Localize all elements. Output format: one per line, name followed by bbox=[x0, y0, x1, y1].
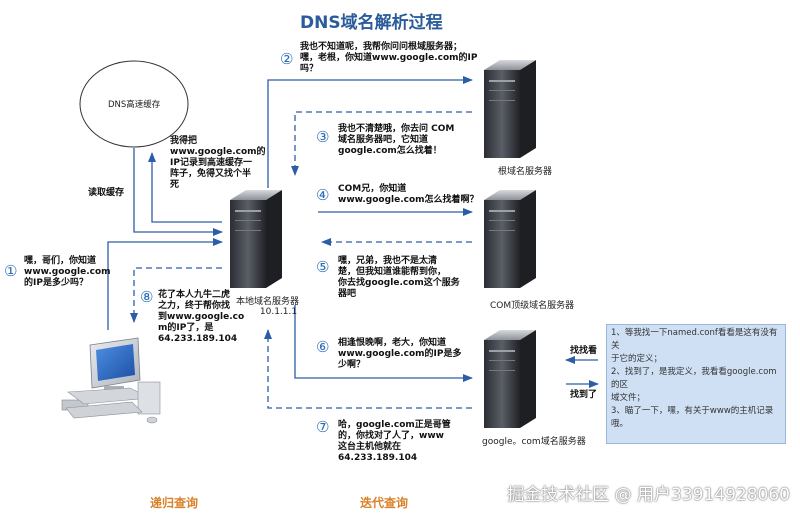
arrow-save-cache bbox=[148, 152, 222, 223]
arrow-step-6 bbox=[294, 305, 473, 382]
read-cache-label: 读取缓存 bbox=[88, 188, 125, 198]
google-dns-label: google。com域名服务器 bbox=[482, 437, 586, 447]
iterative-query-label: 迭代查询 bbox=[360, 496, 409, 510]
arrow-step-8 bbox=[130, 267, 222, 323]
arrow-read-cache bbox=[133, 148, 223, 236]
step-number-1: ① bbox=[4, 262, 18, 280]
google-dns-server-icon bbox=[484, 330, 536, 428]
found-label: 找到了 bbox=[570, 390, 598, 400]
arrow-step-1 bbox=[107, 238, 223, 330]
arrow-step-2 bbox=[267, 76, 473, 188]
watermark-text: 掘金技术社区 @ 用户33914928060 bbox=[507, 485, 790, 505]
diagram-title: DNS域名解析过程 bbox=[300, 13, 443, 33]
client-computer-icon bbox=[61, 337, 161, 424]
arrow-step-7 bbox=[264, 329, 472, 409]
dns-cache-ellipse bbox=[79, 60, 189, 148]
step-number-3: ③ bbox=[316, 128, 330, 146]
recursive-query-label: 递归查询 bbox=[150, 496, 199, 510]
step-number-5: ⑤ bbox=[316, 258, 330, 276]
step-number-4: ④ bbox=[316, 186, 330, 204]
note-box: 1、等我找一下named.conf看看是这有没有关于它的定义；2、找到了，是我定… bbox=[606, 324, 786, 444]
local-dns-server-icon bbox=[230, 190, 282, 288]
com-dns-label: COM顶级域名服务器 bbox=[490, 301, 575, 311]
step-number-6: ⑥ bbox=[316, 338, 330, 356]
step-number-2: ② bbox=[280, 50, 294, 68]
root-dns-label: 根域名服务器 bbox=[498, 167, 553, 177]
step-number-8: ⑧ bbox=[140, 288, 154, 306]
step-number-7: ⑦ bbox=[316, 418, 330, 436]
lookup-label: 找找看 bbox=[570, 346, 598, 356]
com-dns-server-icon bbox=[484, 190, 536, 288]
step-2-text: 我也不知道呢，我帮你问问根域服务器；嘿，老根，你知道www.google.com… bbox=[300, 42, 478, 74]
dns-cache-label: DNS高速缓存 bbox=[108, 100, 161, 110]
root-dns-server-icon bbox=[484, 60, 536, 158]
step-5-text: 嘿，兄弟，我也不是太清楚，但我知道谁能帮到你，你去找google.com这个服务… bbox=[338, 256, 460, 299]
